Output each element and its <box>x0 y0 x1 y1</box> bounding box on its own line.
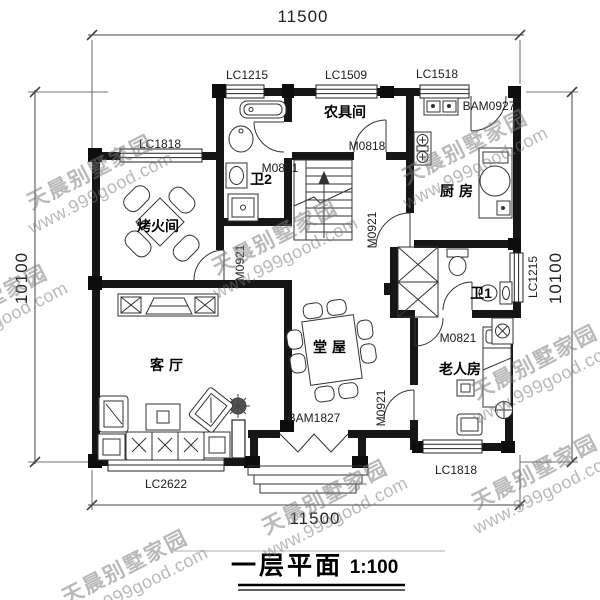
entry-partition <box>231 419 246 459</box>
label-door-m0921-kitchen: M0921 <box>365 211 379 249</box>
room-label-laorenfang: 老人房 <box>439 361 481 377</box>
dimension-bottom: 11500 <box>289 509 341 528</box>
label-window-lc1215-top: LC1215 <box>225 68 269 82</box>
entrance-porch-steps <box>247 465 369 494</box>
label-door-bam0927: BAM0927 <box>462 99 516 113</box>
door-wei1 <box>442 281 473 311</box>
shower-tray-icon <box>227 193 259 222</box>
dimension-right: 10100 <box>546 251 565 305</box>
dimension-top: 11500 <box>277 7 329 26</box>
door-m0818 <box>353 119 387 153</box>
label-door-m0821-wei2: M0821 <box>261 161 299 175</box>
room-label-tangwu: 堂屋 <box>313 339 351 355</box>
drawing-scale: 1:100 <box>349 557 399 578</box>
room-label-chufang: 厨房 <box>440 183 478 199</box>
chair-icon <box>456 413 483 436</box>
tea-table-set <box>123 185 200 262</box>
fan-icon <box>495 401 513 419</box>
label-door-m0818: M0818 <box>348 139 386 153</box>
door-m0921-kitchen <box>375 212 411 248</box>
label-window-lc1818-upper: LC1818 <box>138 137 182 151</box>
wardrobe-icon <box>491 317 514 345</box>
nightstand-icon <box>456 379 475 397</box>
label-window-lc1509: LC1509 <box>324 68 368 82</box>
room-label-kaohuojian: 烤火间 <box>137 218 179 234</box>
doors <box>193 95 507 453</box>
title-underline <box>175 550 445 591</box>
windows <box>107 84 524 472</box>
washstand-icon <box>225 162 248 189</box>
label-door-m0921-hall: M0921 <box>374 389 388 427</box>
label-door-m0921-kaohuo: M0921 <box>233 244 247 282</box>
plant-icon <box>226 394 250 418</box>
window-lc1818-upper <box>119 148 203 163</box>
door-m0921-hall <box>383 389 415 421</box>
label-window-lc1818-lower: LC1818 <box>434 463 478 477</box>
washbasin-icon-wei2 <box>228 125 254 153</box>
label-window-lc1215-right: LC1215 <box>526 255 540 299</box>
room-label-keting: 客厅 <box>150 357 188 373</box>
door-m0921-kaohuo <box>193 249 225 281</box>
toilet-icon <box>446 248 469 276</box>
room-label-wei1: 卫1 <box>470 285 492 301</box>
door-m0821-laoren <box>414 317 444 347</box>
label-window-lc1518: LC1518 <box>415 67 459 81</box>
kitchen-sink <box>423 97 459 116</box>
tv-cabinet <box>117 293 219 317</box>
room-label-wei2: 卫2 <box>250 171 272 187</box>
window-lc1818-lower <box>422 439 483 454</box>
room-label-nongjujian: 农具间 <box>324 104 366 120</box>
label-window-lc2622: LC2622 <box>144 477 188 491</box>
label-door-m0821-laoren: M0821 <box>439 331 477 345</box>
door-bam0927 <box>470 95 507 132</box>
window-lc1215-top <box>225 84 265 99</box>
door-bam1827-folding <box>279 433 349 453</box>
drawing-title: 一层平面 <box>230 552 344 580</box>
sofa-set <box>97 387 234 461</box>
bathtub-icon <box>239 100 287 119</box>
dimension-lines <box>28 29 578 511</box>
window-lc1509 <box>315 84 378 99</box>
dining-table-set <box>286 298 377 403</box>
window-lc1215-right <box>509 252 524 303</box>
hatched-shaft <box>397 246 439 318</box>
stairs <box>293 159 353 241</box>
stove-icon <box>413 131 432 166</box>
label-door-bam1827: BAM1827 <box>287 411 341 425</box>
window-lc1518 <box>419 84 470 99</box>
door-m0821-wei2 <box>253 121 285 153</box>
pillars <box>88 84 521 468</box>
dimension-left: 10100 <box>12 251 31 305</box>
washbasin-icon-wei1 <box>478 281 513 305</box>
kitchen-counter-vat <box>478 147 513 219</box>
